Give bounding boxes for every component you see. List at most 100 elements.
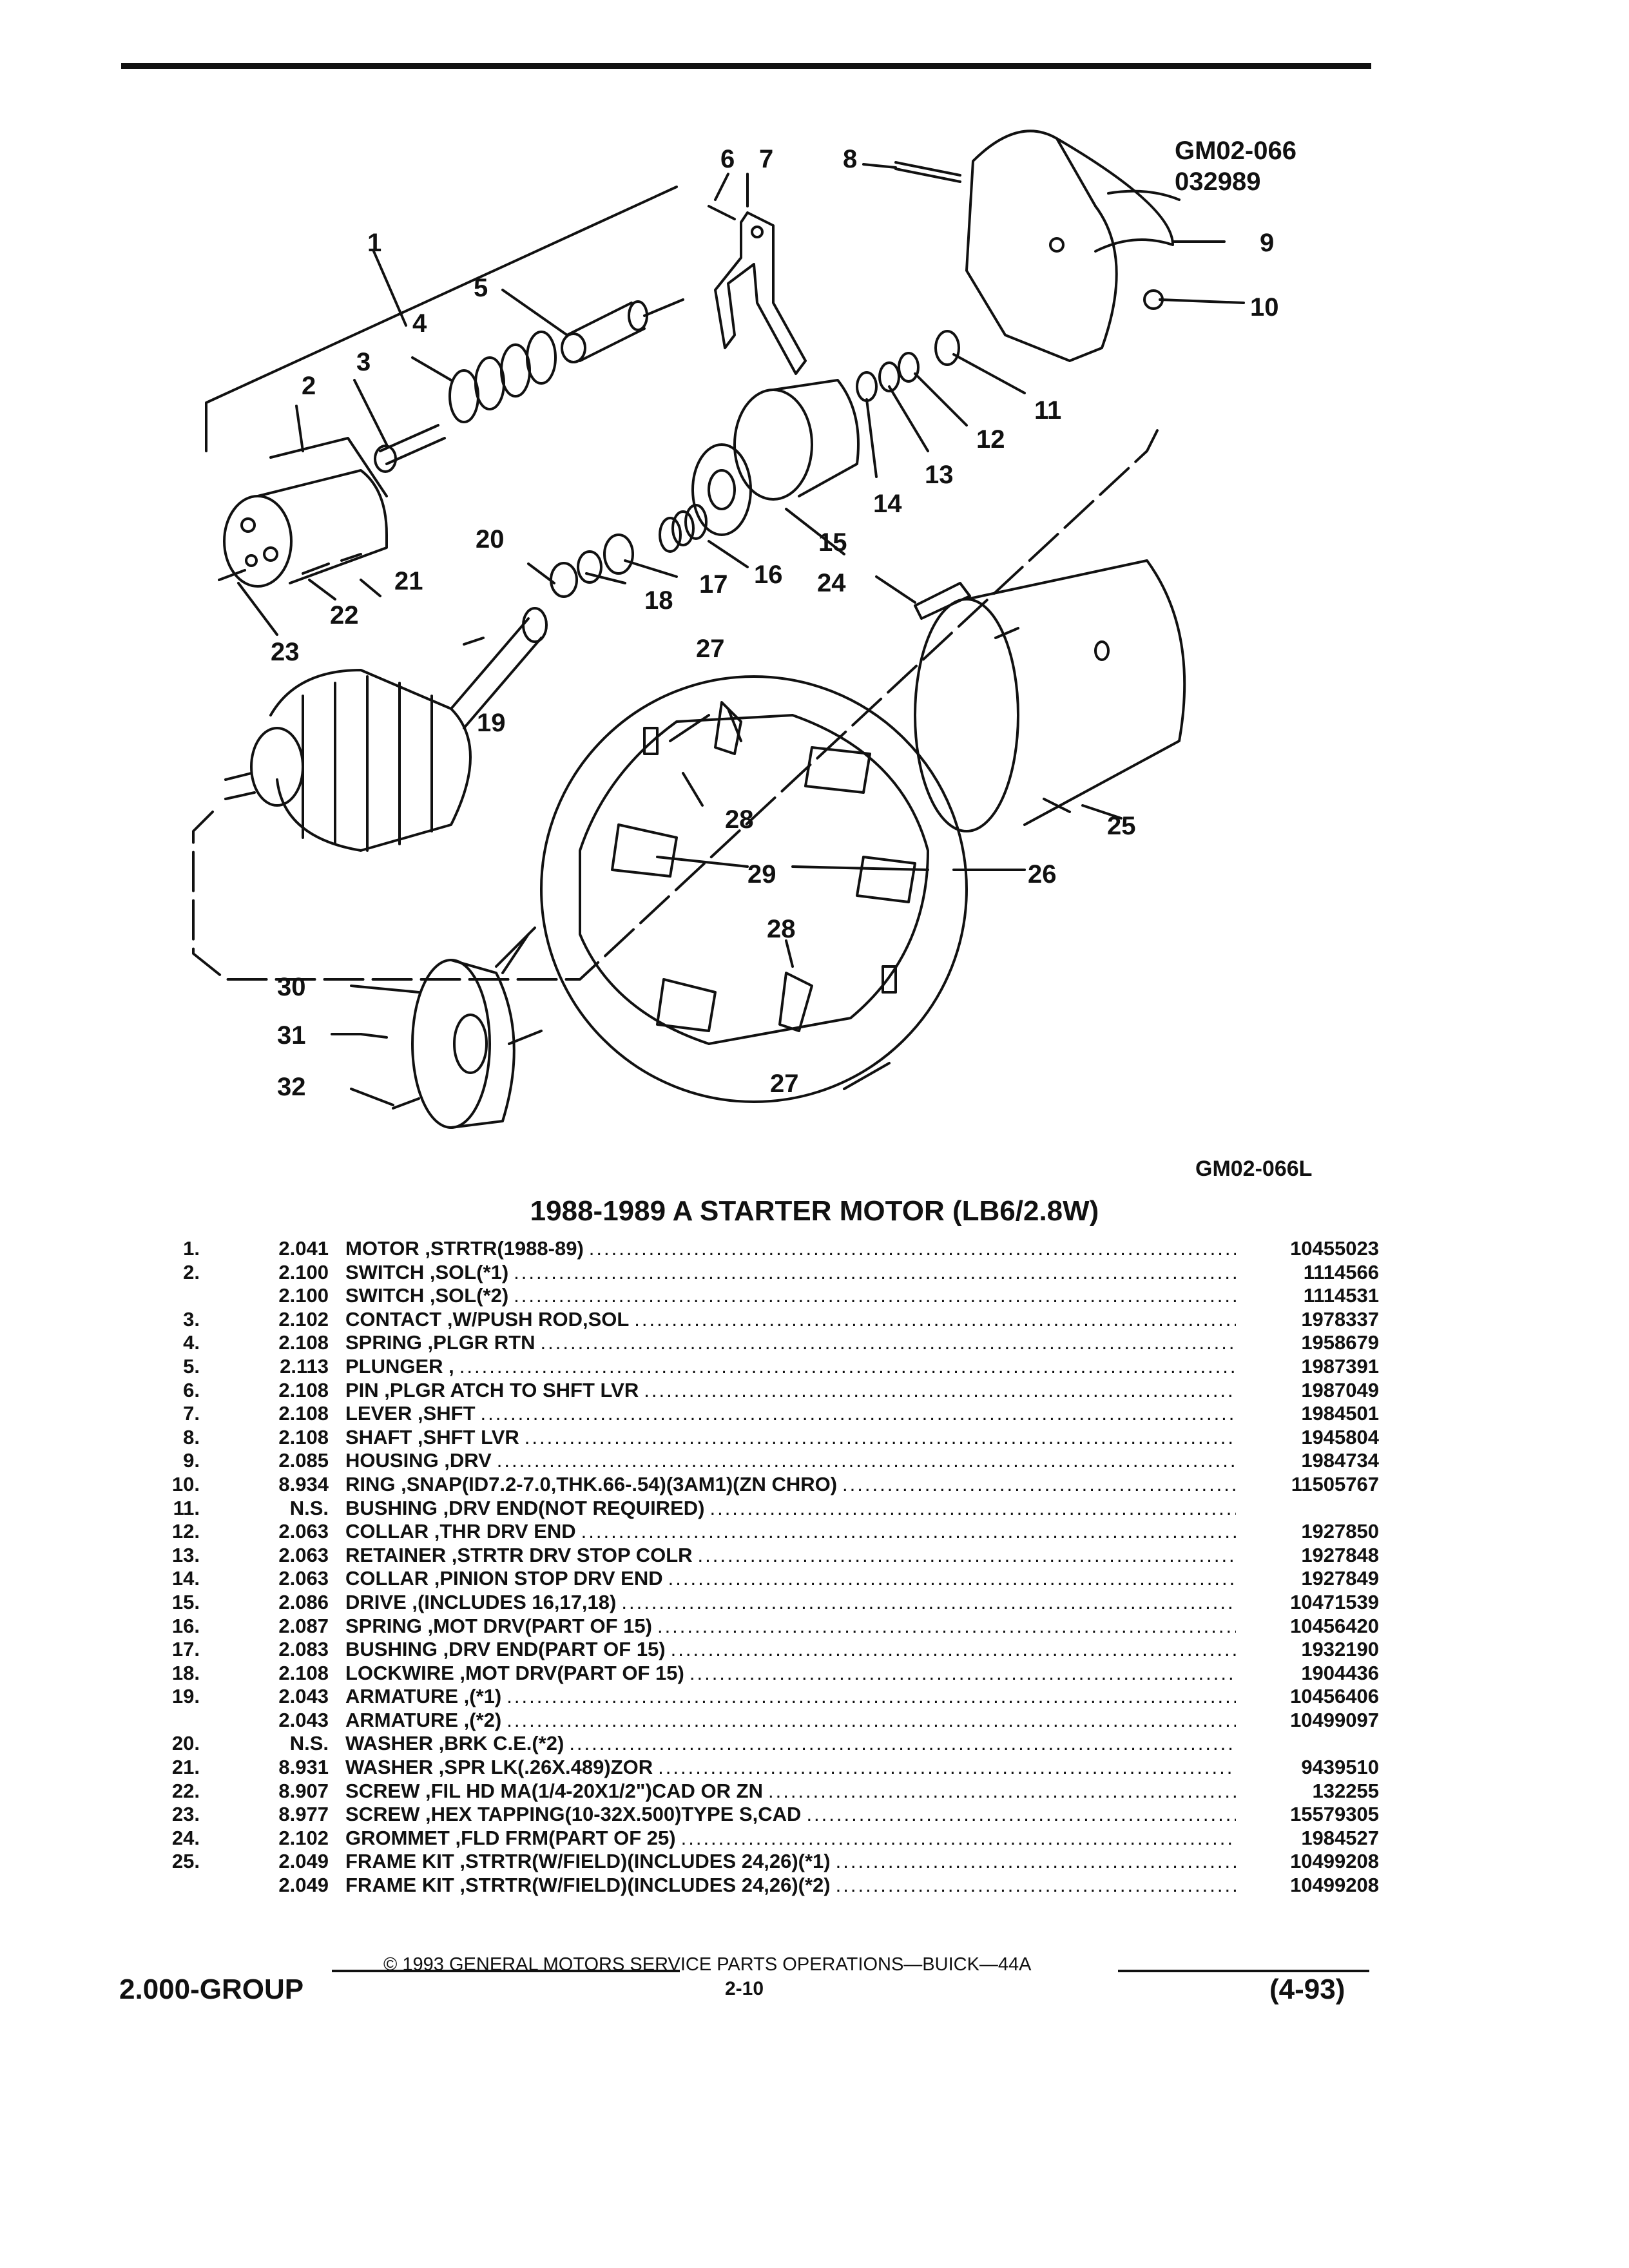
description-cell: PLUNGER ,: [345, 1355, 1244, 1379]
armature-loop: [192, 424, 1161, 981]
item-number: 20.: [171, 1732, 200, 1755]
leader-dots: [658, 1756, 1236, 1780]
group-number: 2.102: [278, 1826, 329, 1849]
part-number: 11505767: [1291, 1472, 1379, 1495]
group-number: 2.049: [278, 1850, 329, 1873]
diagram-code-line-1: GM02-066: [1175, 137, 1296, 165]
description-cell: FRAME KIT ,STRTR(W/FIELD)(INCLUDES 24,26…: [345, 1874, 1244, 1898]
item-number: 24.: [171, 1826, 200, 1849]
callout-10: 10: [1250, 293, 1279, 322]
shift-lever-drawing: [714, 211, 807, 375]
part-number: 10499208: [1290, 1850, 1379, 1873]
plunger-spring-drawing: [448, 331, 557, 423]
group-number: 2.043: [278, 1708, 329, 1731]
leader-dots: [806, 1803, 1236, 1827]
item-number: 13.: [171, 1543, 200, 1566]
drive-spring-drawing: [659, 504, 708, 553]
item-number: 2.: [183, 1260, 200, 1283]
callout-15: 15: [818, 528, 847, 557]
leader-dots: [506, 1709, 1236, 1733]
description-cell: RING ,SNAP(ID7.2-7.0,THK.66-.54)(3AM1)(Z…: [345, 1473, 1244, 1497]
part-description: HOUSING ,DRV: [345, 1449, 492, 1472]
diagram-code: GM02-066 032989: [1175, 135, 1296, 197]
description-cell: SHAFT ,SHFT LVR: [345, 1426, 1244, 1450]
group-number: N.S.: [289, 1496, 329, 1519]
drive-pinion-drawing: [691, 379, 860, 536]
part-number: 10499097: [1290, 1708, 1379, 1731]
description-cell: SPRING ,PLGR RTN: [345, 1331, 1244, 1355]
item-number: 25.: [171, 1850, 200, 1873]
part-number: 1984501: [1301, 1402, 1379, 1425]
part-description: RETAINER ,STRTR DRV STOP COLR: [345, 1543, 693, 1566]
part-number: 132255: [1312, 1779, 1379, 1802]
callout-25: 25: [1107, 812, 1136, 840]
leader-dots: [459, 1355, 1236, 1379]
description-cell: BUSHING ,DRV END(PART OF 15): [345, 1638, 1244, 1662]
part-number: 1927848: [1301, 1543, 1379, 1566]
part-description: DRIVE ,(INCLUDES 16,17,18): [345, 1590, 617, 1613]
part-description: LOCKWIRE ,MOT DRV(PART OF 15): [345, 1661, 684, 1684]
item-number: 9.: [183, 1449, 200, 1472]
group-number: 2.043: [278, 1685, 329, 1708]
part-description: SPRING ,MOT DRV(PART OF 15): [345, 1614, 652, 1637]
part-number: 1114566: [1303, 1260, 1379, 1283]
part-description: SPRING ,PLGR RTN: [345, 1331, 535, 1354]
motor-assembly-bracket: [205, 186, 678, 452]
item-number: 23.: [171, 1803, 200, 1826]
description-cell: PIN ,PLGR ATCH TO SHFT LVR: [345, 1379, 1244, 1403]
part-number: 1984734: [1301, 1449, 1379, 1472]
callout-18: 18: [644, 586, 673, 615]
group-number: 8.934: [278, 1472, 329, 1495]
item-number: 6.: [183, 1378, 200, 1401]
part-description: PLUNGER ,: [345, 1354, 454, 1378]
part-description: SWITCH ,SOL(*1): [345, 1260, 509, 1283]
brush-holder-drawing: [579, 701, 929, 1045]
fasteners-drawing: [218, 553, 362, 581]
exploded-parts-diagram: 1 2 3 4 5 6 7 8 9 10 11 12 13 14 15 16 1…: [192, 130, 1279, 1129]
group-number: 2.102: [278, 1307, 329, 1331]
callout-1: 1: [367, 229, 381, 257]
callout-22: 22: [330, 601, 359, 629]
callout-16: 16: [754, 561, 783, 589]
item-number: 16.: [171, 1614, 200, 1637]
item-number: 21.: [171, 1756, 200, 1779]
group-number: 8.931: [278, 1756, 329, 1779]
leader-dots: [689, 1662, 1236, 1686]
callout-6: 6: [720, 145, 735, 173]
item-number: 22.: [171, 1779, 200, 1802]
leader-lines: [237, 163, 1245, 1106]
part-description: MOTOR ,STRTR(1988-89): [345, 1237, 584, 1260]
description-cell: SPRING ,MOT DRV(PART OF 15): [345, 1615, 1244, 1639]
callout-4: 4: [412, 309, 427, 338]
group-number: 2.108: [278, 1378, 329, 1401]
footer-rule-right: [1118, 1970, 1369, 1972]
part-description: LEVER ,SHFT: [345, 1402, 476, 1425]
callout-27-bottom: 27: [770, 1070, 799, 1098]
end-frame-drawing: [411, 933, 543, 1129]
field-frame-drawing: [914, 559, 1186, 832]
part-number: 1987391: [1301, 1354, 1379, 1378]
callout-31: 31: [277, 1021, 306, 1050]
part-number: 1932190: [1301, 1638, 1379, 1661]
item-number: 3.: [183, 1307, 200, 1331]
group-number: 2.063: [278, 1567, 329, 1590]
description-cell: FRAME KIT ,STRTR(W/FIELD)(INCLUDES 24,26…: [345, 1850, 1244, 1874]
leader-dots: [525, 1426, 1236, 1450]
part-number: 1904436: [1301, 1661, 1379, 1684]
callout-12: 12: [976, 425, 1005, 454]
leader-dots: [581, 1520, 1236, 1544]
part-description: SCREW ,HEX TAPPING(10-32X.500)TYPE S,CAD: [345, 1803, 802, 1826]
item-number: 18.: [171, 1661, 200, 1684]
revision-date: (4-93): [1269, 1974, 1345, 2005]
description-cell: HOUSING ,DRV: [345, 1449, 1244, 1473]
part-number: 1958679: [1301, 1331, 1379, 1354]
